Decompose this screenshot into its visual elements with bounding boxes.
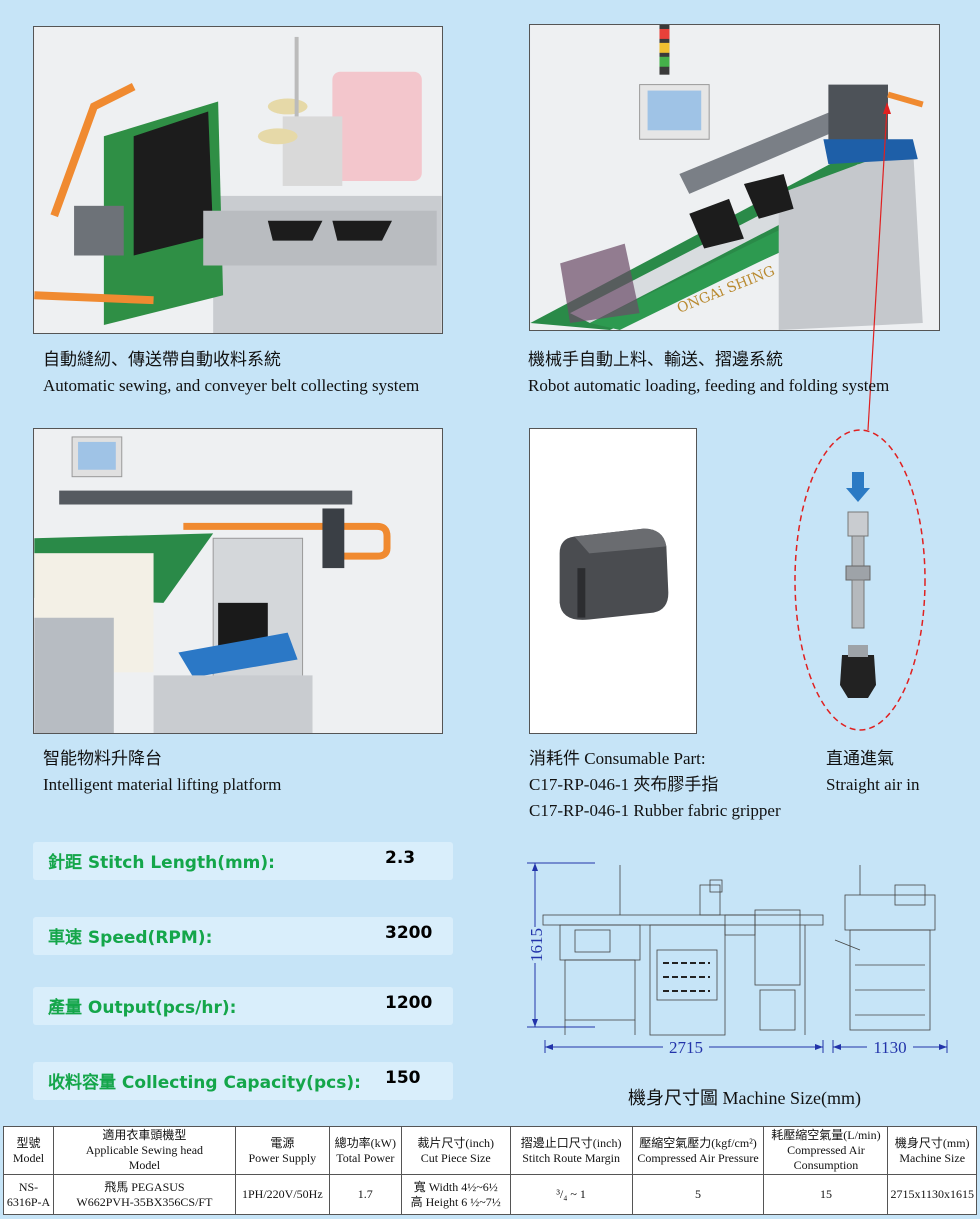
th-total-power: 總功率(kW)Total Power [328,1126,402,1175]
spec-collecting-capacity: 收料容量 Collecting Capacity(pcs): 150 [33,1062,453,1100]
dimension-length: 2715 [669,1038,703,1057]
callout-arrowhead [883,102,891,114]
spec-value: 3200 [385,923,433,943]
caption-air-in: 直通進氣 Straight air in [826,749,920,794]
caption-auto-sewing: 自動縫紉、傳送帶自動收料系統 Automatic sewing, and con… [43,350,420,395]
photo-robot-loading: ONGAi SHING [529,24,940,331]
caption-consumable: 消耗件 Consumable Part: C17-RP-046-1 夾布膠手指 … [529,749,781,820]
th-cut-piece: 裁片尺寸(inch)Cut Piece Size [400,1126,511,1175]
spec-label: 收料容量 Collecting Capacity(pcs): [48,1073,361,1093]
th-machine-size: 機身尺寸(mm)Machine Size [887,1126,977,1175]
dimension-height: 1615 [527,928,546,962]
spec-label: 產量 Output(pcs/hr): [48,998,237,1018]
spec-output: 產量 Output(pcs/hr): 1200 [33,987,453,1025]
rubber-gripper-image [530,429,696,733]
callout-line [867,107,888,431]
cell-air-consumption: 15 [763,1174,889,1215]
spec-stitch-length: 針距 Stitch Length(mm): 2.3 [33,842,453,880]
machine-size-drawing: 1615 2715 1130 [523,862,948,1057]
lifting-platform-image [34,429,442,733]
th-stitch-margin: 摺邊止口尺寸(inch)Stitch Route Margin [509,1126,633,1175]
side-view [834,865,936,1031]
cell-model: NS-6316P-A [3,1174,54,1215]
dimension-width: 1130 [873,1038,906,1057]
caption-robot-loading: 機械手自動上料、輸送、摺邊系統 Robot automatic loading,… [528,350,890,395]
callout-ellipse [794,429,926,731]
air-fitting-callout [794,102,926,731]
spec-value: 150 [385,1068,421,1088]
photo-consumable-gripper [529,428,697,734]
spec-label: 針距 Stitch Length(mm): [48,853,275,873]
spec-label: 車速 Speed(RPM): [48,928,213,948]
cell-power-supply: 1PH/220V/50Hz [234,1174,330,1215]
spec-speed: 車速 Speed(RPM): 3200 [33,917,453,955]
caption-lifting-platform: 智能物料升降台 Intelligent material lifting pla… [43,749,282,794]
airflow-arrow-icon [852,472,864,490]
sewing-machine-image [34,27,442,333]
robot-loading-image: ONGAi SHING [530,25,939,330]
cell-stitch-margin: ³/₄ ~ 1 [509,1174,633,1215]
th-air-pressure: 壓縮空氣壓力(kgf/cm²)Compressed Air Pressure [631,1126,765,1175]
front-view [542,865,824,1036]
cell-total-power: 1.7 [328,1174,402,1215]
cell-air-pressure: 5 [631,1174,765,1215]
photo-auto-sewing-conveyor [33,26,443,334]
spec-value: 2.3 [385,848,416,868]
photo-lifting-platform [33,428,443,734]
machine-size-caption: 機身尺寸圖 Machine Size(mm) [628,1088,861,1108]
gripper-cup-icon [840,655,876,698]
cell-machine-size: 2715x1130x1615 [887,1174,977,1215]
spec-value: 1200 [385,993,433,1013]
